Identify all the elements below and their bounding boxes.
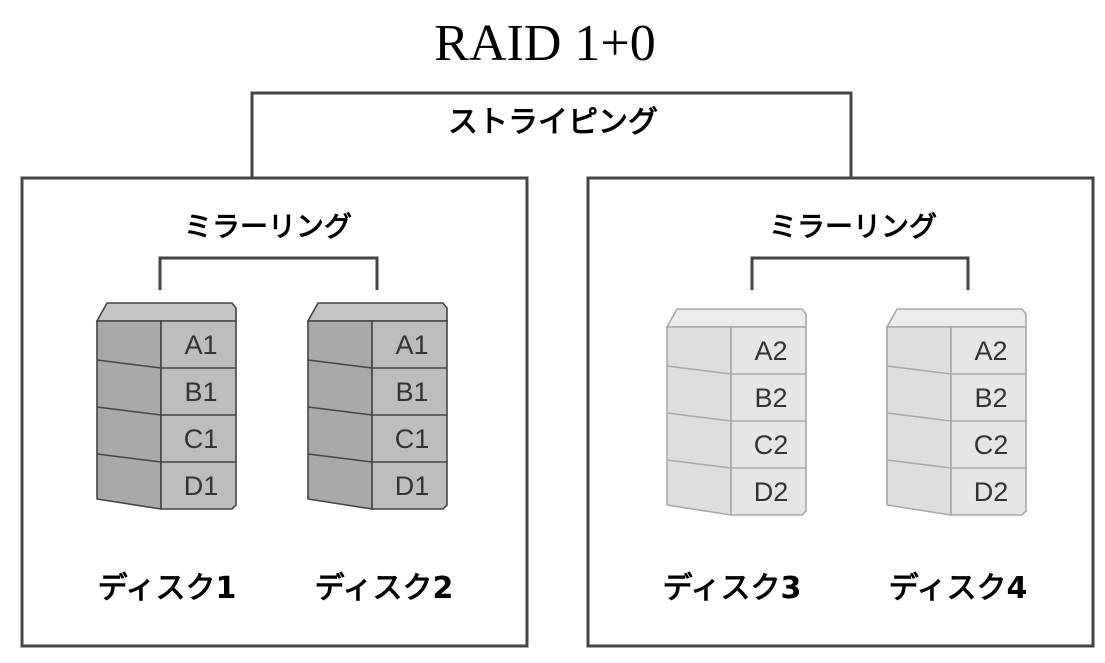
- disk-block-label: A2: [754, 336, 787, 366]
- disk-side: [666, 326, 732, 516]
- disk-block-label: B1: [395, 377, 428, 407]
- disk-3-name: ディスク3: [663, 571, 802, 606]
- mirror-group-1-label: ミラーリング: [184, 210, 352, 243]
- disk-shelf-line: [96, 406, 236, 416]
- disk-shelf-line: [307, 453, 447, 463]
- disk-top: [885, 308, 1027, 328]
- disk-shelf-line: [886, 365, 1026, 375]
- striping-label: ストライピング: [448, 105, 658, 140]
- disk-block-label: C1: [184, 424, 219, 454]
- striping-bracket: [250, 91, 853, 178]
- disk-side: [886, 326, 952, 516]
- disk-block-label: C2: [974, 430, 1009, 460]
- disk-shelf-line: [666, 412, 806, 422]
- disk-block-label: C2: [754, 430, 789, 460]
- disk-block-label: B2: [974, 383, 1007, 413]
- disk-block-label: A2: [974, 336, 1007, 366]
- disk-block-label: A1: [395, 330, 428, 360]
- disk-4-name: ディスク4: [889, 571, 1028, 606]
- disk-top: [306, 302, 448, 322]
- disk-shelf-line: [886, 412, 1026, 422]
- disk-side: [307, 320, 373, 510]
- disk-1-name: ディスク1: [98, 571, 237, 606]
- disk-shelf-line: [666, 365, 806, 375]
- disk-side: [96, 320, 162, 510]
- mirror-group-2-label: ミラーリング: [769, 210, 937, 243]
- disk-block-label: B1: [184, 377, 217, 407]
- disk-2-name: ディスク2: [315, 571, 454, 606]
- disk-shelf-line: [96, 453, 236, 463]
- disk-block-label: C1: [395, 424, 430, 454]
- mirror-group-1-frame: [20, 176, 529, 648]
- disk-block-label: B2: [754, 383, 787, 413]
- disk-block-label: D2: [974, 477, 1009, 507]
- disk-shelf-line: [307, 359, 447, 369]
- mirror-group-2-frame: [586, 176, 1095, 648]
- disk-shelf-line: [96, 359, 236, 369]
- disk-shelf-line: [886, 459, 1026, 469]
- disk-block-label: D1: [184, 471, 219, 501]
- mirror-group-1-bracket: [158, 256, 379, 290]
- disk-top: [95, 302, 237, 322]
- mirror-group-2-bracket: [750, 256, 970, 290]
- disk-shelf-line: [307, 406, 447, 416]
- disk-block-label: D2: [754, 477, 789, 507]
- diagram-title: RAID 1+0: [434, 15, 655, 72]
- disk-block-label: A1: [184, 330, 217, 360]
- disk-shelf-line: [666, 459, 806, 469]
- disk-block-label: D1: [395, 471, 430, 501]
- disk-top: [665, 308, 807, 328]
